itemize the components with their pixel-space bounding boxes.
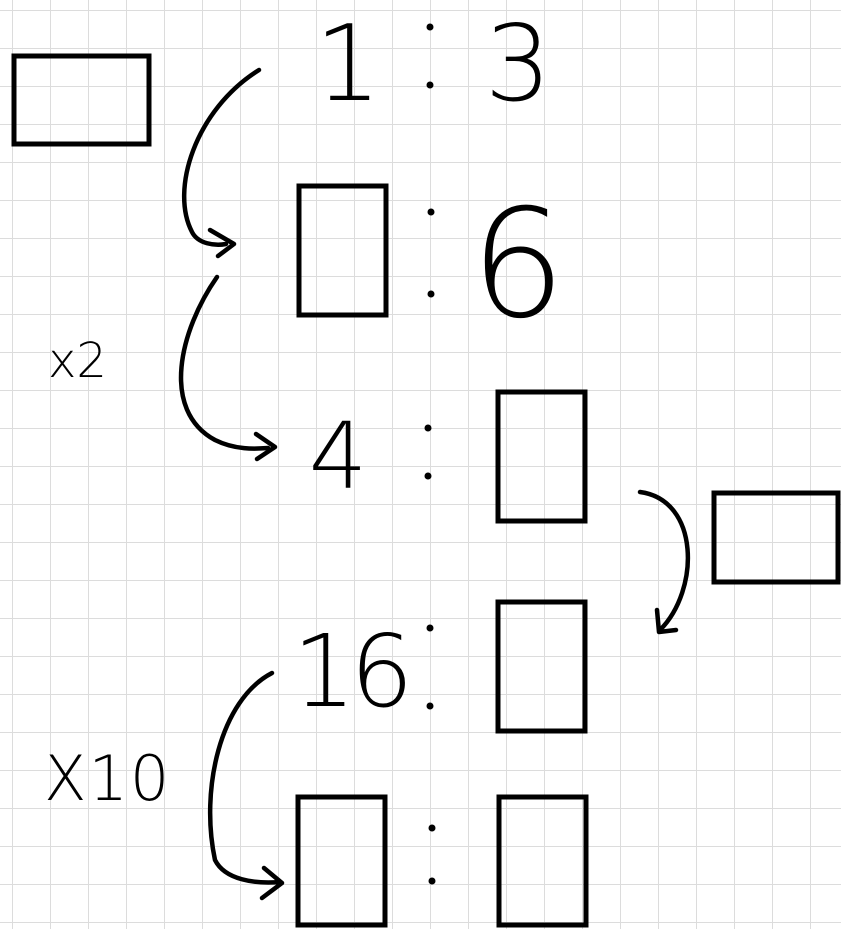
- ratio-row1-right: 3: [485, 3, 552, 125]
- ratio-row5-left-box[interactable]: [295, 794, 388, 928]
- ratio-row2-right: 6: [470, 178, 565, 352]
- ratio-row4-left: 16: [292, 613, 407, 730]
- arrow-row4-to-row5: [207, 670, 285, 901]
- colon-dot: [428, 877, 436, 885]
- colon-dot: [426, 23, 434, 31]
- answer-box-top-left[interactable]: [11, 53, 152, 147]
- colon-dot: [427, 290, 435, 298]
- ratio-row5-right-box[interactable]: [496, 794, 589, 928]
- colon-dot: [426, 81, 434, 89]
- answer-box-right[interactable]: [711, 490, 841, 585]
- colon-dot: [428, 824, 436, 832]
- colon-dot: [426, 702, 434, 710]
- ratio-row3-right-box[interactable]: [495, 389, 588, 524]
- multiplier-label-x10: X10: [44, 742, 171, 815]
- ratio-row2-left-box[interactable]: [296, 183, 389, 318]
- ratio-row1-left: 1: [315, 3, 382, 125]
- colon-dot: [424, 472, 432, 480]
- arrow-row2-to-row3: [178, 274, 278, 462]
- colon-dot: [426, 624, 434, 632]
- arrow-row1-to-row2: [182, 67, 262, 259]
- ratio-row3-left: 4: [309, 403, 368, 510]
- ratio-row4-right-box[interactable]: [495, 599, 588, 734]
- colon-dot: [427, 208, 435, 216]
- arrow-row3-to-row4: [637, 489, 691, 635]
- colon-dot: [424, 424, 432, 432]
- multiplier-label-x2: x2: [48, 333, 107, 389]
